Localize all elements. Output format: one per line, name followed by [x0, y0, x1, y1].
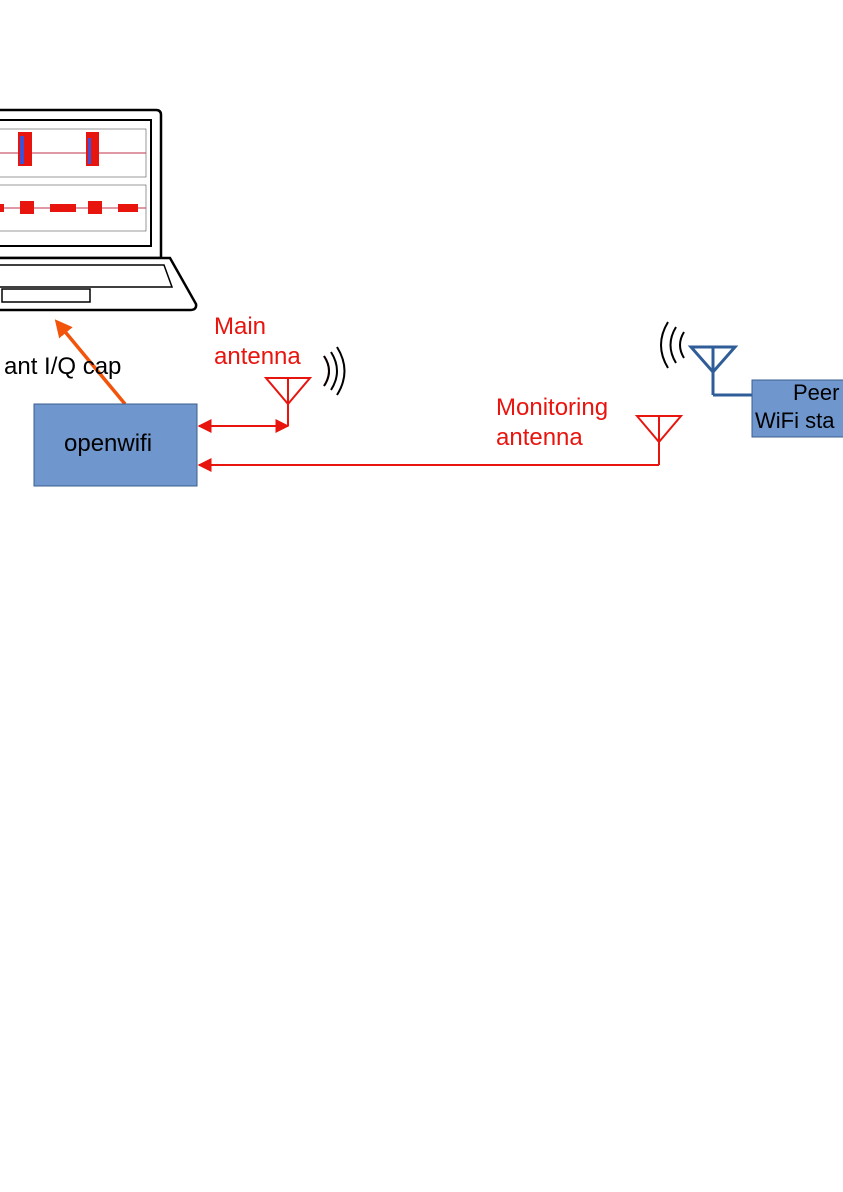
- laptop-icon: [0, 108, 198, 312]
- monitoring-antenna-label-line1: Monitoring: [496, 394, 609, 421]
- openwifi-box: [33, 403, 198, 487]
- peer-antenna-icon: [687, 345, 752, 397]
- capture-label: ant I/Q cap: [4, 353, 122, 380]
- peer-signal-waves-icon: [660, 321, 685, 369]
- monitoring-antenna-icon: [634, 415, 684, 465]
- peer-label-line2: WiFi sta: [755, 408, 835, 433]
- iq-plot-screenshot: [0, 128, 147, 232]
- main-antenna-icon: [263, 346, 346, 426]
- peer-wifi-box: [751, 379, 843, 438]
- main-antenna-label-line2: antenna: [214, 343, 301, 370]
- openwifi-label: openwifi: [64, 430, 153, 457]
- capture-arrow: [54, 319, 127, 406]
- monitoring-antenna-label-line2: antenna: [496, 424, 583, 451]
- main-antenna-label-line1: Main: [214, 313, 267, 340]
- peer-label-line1: Peer: [793, 380, 840, 405]
